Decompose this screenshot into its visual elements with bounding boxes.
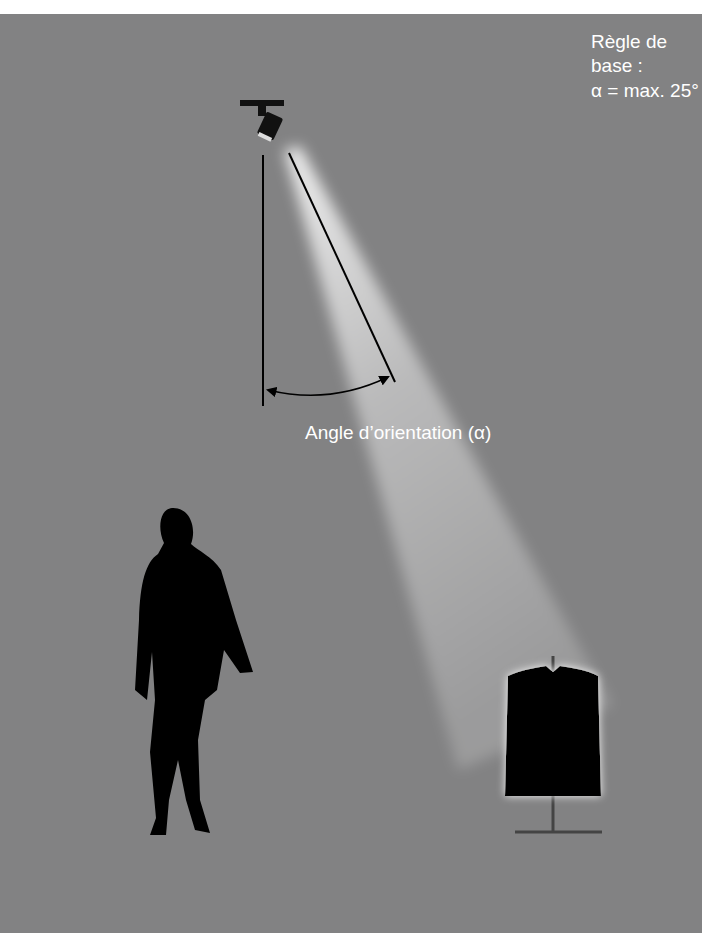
beam-axis-line — [289, 153, 395, 382]
rule-note: α = max. 25° — [591, 79, 701, 103]
angle-arc — [268, 377, 388, 395]
woman-silhouette — [135, 508, 253, 835]
rule-note: Règle de base : — [591, 30, 701, 78]
background — [0, 14, 702, 933]
jacket — [505, 666, 601, 796]
angle-label: Angle d’orientation (α) — [305, 421, 565, 445]
coat-rack — [505, 656, 602, 832]
spotlight-symbol — [240, 100, 284, 142]
vertical-line — [262, 155, 264, 406]
